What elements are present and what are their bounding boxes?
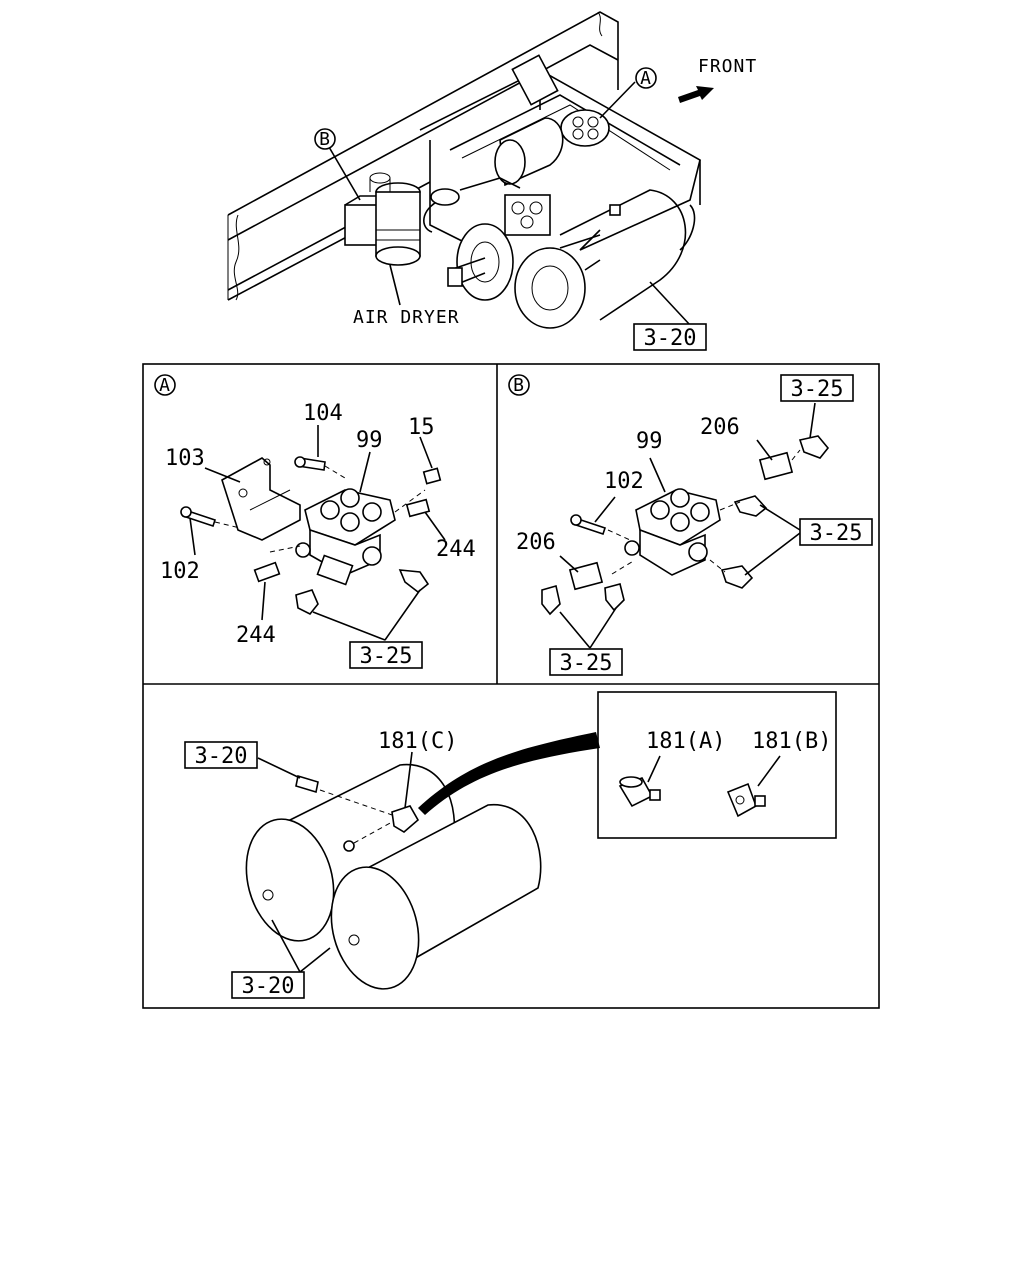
callout-b: B	[314, 128, 336, 150]
label-181a: 181(A)	[646, 729, 725, 754]
panel-b-ref-right: 3-25	[799, 518, 873, 546]
label-244-left: 244	[236, 623, 276, 648]
panel-c-ref-bottom: 3-20	[231, 971, 305, 999]
panel-b-ref-top: 3-25	[780, 374, 854, 402]
label-103: 103	[165, 446, 205, 471]
air-dryer-label: AIR DRYER	[353, 307, 460, 328]
svg-text:A: A	[159, 375, 171, 396]
panel-a-ref-box: 3-25	[349, 641, 423, 669]
panel-c: 3-20 181(C) 3-20 181(A) 181(B)	[184, 691, 837, 999]
svg-text:3-25: 3-25	[560, 651, 613, 676]
svg-text:A: A	[640, 68, 652, 89]
chassis-overview	[227, 11, 701, 329]
front-arrow-icon	[678, 86, 714, 103]
svg-text:3-25: 3-25	[791, 377, 844, 402]
label-206-top: 206	[700, 415, 740, 440]
svg-text:B: B	[319, 129, 331, 150]
label-206-left: 206	[516, 530, 556, 555]
label-15: 15	[408, 415, 435, 440]
panel-c-ref-top: 3-20	[184, 741, 258, 769]
front-label: FRONT	[698, 56, 757, 77]
label-244-right: 244	[436, 537, 476, 562]
callout-a: A	[635, 67, 657, 89]
svg-text:3-20: 3-20	[644, 326, 697, 351]
air-dryer	[344, 172, 421, 306]
svg-text:3-20: 3-20	[195, 744, 248, 769]
fitting-181b	[726, 782, 766, 818]
detail-frame	[142, 363, 880, 1009]
panel-a: A 104 99 15 103 102 244 244	[154, 374, 476, 669]
panel-b: B 99 206 102 206 3-25 3	[508, 374, 873, 676]
fitting-inset	[597, 691, 837, 839]
svg-text:3-25: 3-25	[810, 521, 863, 546]
panel-a-marker: A	[154, 374, 176, 396]
label-102-b: 102	[604, 469, 644, 494]
panel-b-ref-bottom: 3-25	[549, 648, 623, 676]
label-99-b: 99	[636, 429, 663, 454]
svg-text:B: B	[513, 375, 525, 396]
svg-text:3-25: 3-25	[360, 644, 413, 669]
label-181c: 181(C)	[378, 729, 457, 754]
fitting-181a	[618, 776, 661, 808]
label-99: 99	[356, 428, 383, 453]
label-102: 102	[160, 559, 200, 584]
label-181b: 181(B)	[752, 729, 831, 754]
ref-tank-box: 3-20	[633, 323, 707, 351]
label-104: 104	[303, 401, 343, 426]
svg-text:3-20: 3-20	[242, 974, 295, 999]
panel-b-marker: B	[508, 374, 530, 396]
